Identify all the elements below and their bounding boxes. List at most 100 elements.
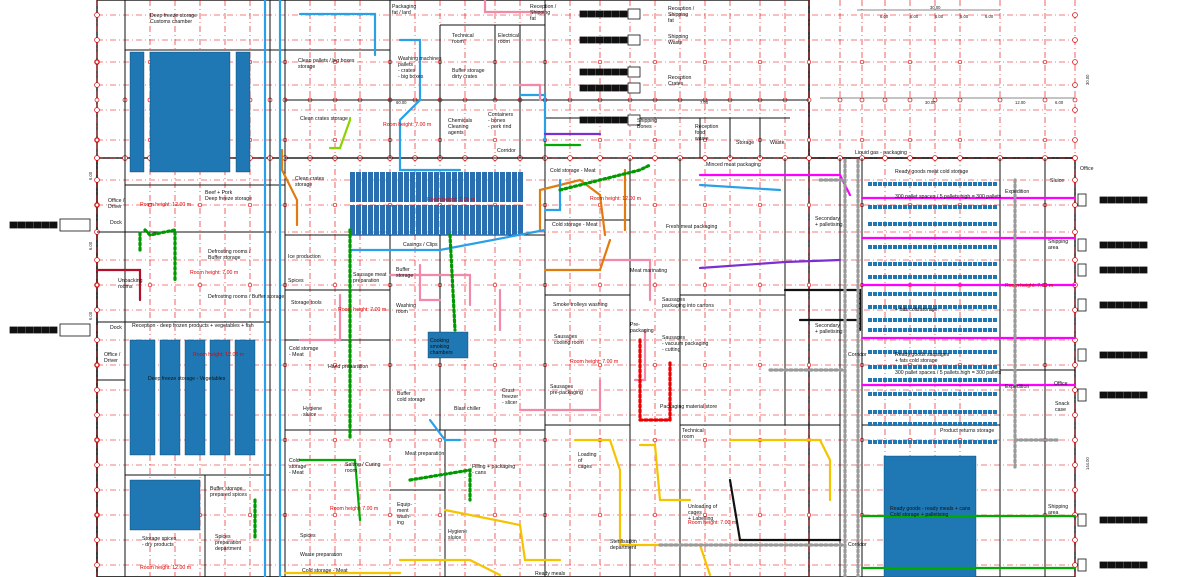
room-height-rh-6: Room height: 7.00 m [427,197,475,203]
room-label-corridor-top: Corridor [497,148,516,154]
dim-top-3: 6.00 [935,14,944,19]
pallet-notes: 300 pallet spaces / 5 pallets high = 300… [895,194,1002,376]
room-label-cold-storage-meat-2: Cold storage - Meat [552,222,598,228]
dim-mid-1: 60.00 [396,100,407,105]
room-label-sluice: Sluice [1050,178,1064,184]
room-label-cold-storage-meat-bottom: Cold storage - Meat [302,568,348,574]
room-label-hand-preparation: Hand preparation [328,364,368,370]
dim-top-total: 30.00 [930,5,941,10]
room-label-corridor-low: Corridor [848,542,867,548]
room-label-dock-mid: Dock [110,325,122,331]
room-label-packaging-material: Packaging material store [660,404,717,410]
room-height-labels: Room height: 7.00 m Room height: 12.00 m R… [140,122,1053,571]
room-label-waste-top: Waste [770,140,785,146]
dim-row2-3: 6.00 [1055,100,1064,105]
room-height-rh-4: Room height: 7.00 m [190,270,238,276]
room-label-office-driver-top: Office /Driver [108,198,125,210]
dim-right-2: 144.00 [1085,457,1090,470]
room-label-secondary-packaging-1: Secondary+ palletising [815,216,843,228]
room-label-sausages-vacuum: Sausages- vacuum packaging- cutting [662,335,709,353]
room-label-storage-spices: Storage spices- dry products [142,536,177,548]
room-label-blast-chiller: Blast chiller [454,406,481,412]
room-label-defrosting-1: Defrosting rooms /Buffer storage [208,249,251,261]
room-label-reception-deep-frozen: Reception - deep frozen products + veget… [132,323,254,329]
room-label-office-driver-mid: Office /Driver [104,352,121,364]
room-label-secondary-packaging-2: Secondary+ palletising [815,323,843,335]
room-label-expedition-top: Expedition [1005,189,1029,195]
room-label-storage-top: Storage [736,140,754,146]
room-label-meat-marinating: Meat marinating [630,268,667,274]
pallet-rows [350,172,997,444]
room-height-rh-7: Room height: 12.00 m [590,196,641,202]
dim-row2-2: 12.00 [1015,100,1026,105]
room-height-rh-8: Room height: 7.00 m [570,359,618,365]
room-label-minced-meat: Minced meat packaging [706,162,761,168]
room-label-ready-meals: Ready meals [535,571,566,577]
dim-left-1: 6.00 [88,171,93,180]
room-label-dock-top: Dock [110,220,122,226]
dim-left-3: 6.00 [88,311,93,320]
room-label-liquid-gas: Liquid gas - packaging [855,150,907,156]
dim-top-1: 6.00 [880,14,889,19]
room-label-office-right-mid: Office [1054,381,1068,387]
dimensions: 6.00 6.00 6.00 6.00 6.00 30.00 30.00 12.… [88,5,1090,470]
room-height-rh-3: Room height: 12.00 m [193,352,244,358]
room-label-corridor-mid: Corridor [848,352,867,358]
room-label-product-returns: Product returns storage [940,428,994,434]
dim-top-2: 6.00 [910,14,919,19]
room-label-deep-freeze-low: Deep freeze storage - Vegetables [148,376,226,382]
room-height-rh-2: Room height: 12.00 m [140,202,191,208]
room-label-cold-storage-meat-top: Cold storage - Meat [550,168,596,174]
room-label-clean-crates-storage-top: Clean crates storage [300,116,348,122]
dim-top-4: 6.00 [960,14,969,19]
room-height-rh-11: Room height: 12.00 m [140,565,191,571]
dim-mid-2: 7.00 [700,100,709,105]
room-label-office-right-top: Office [1080,166,1094,172]
room-label-filling-packaging: Filling + packaging- cans [472,464,515,476]
truck-docks [9,8,1148,572]
room-label-ice-production: Ice production [288,254,321,260]
room-label-ready-goods-cold: Ready goods meat cold storage [895,169,968,175]
room-label-defrosting-2: Defrosting rooms / Buffer storage [208,294,284,300]
room-height-rh-9: Room height: 7.00 m [688,520,736,526]
room-height-rh-10: Room height: 7.00 m [1005,283,1053,289]
room-height-rh-1: Room height: 7.00 m [383,122,431,128]
pallet-note-1: 300 pallet spaces / 5 pallets high = 300… [895,194,1002,200]
room-label-fresh-meat-packaging: Fresh meat packaging [666,224,717,230]
room-label-waste-prep: Waste preparation [300,552,342,558]
room-label-smoke-trolleys: Smoke trolleys washing [553,302,608,308]
